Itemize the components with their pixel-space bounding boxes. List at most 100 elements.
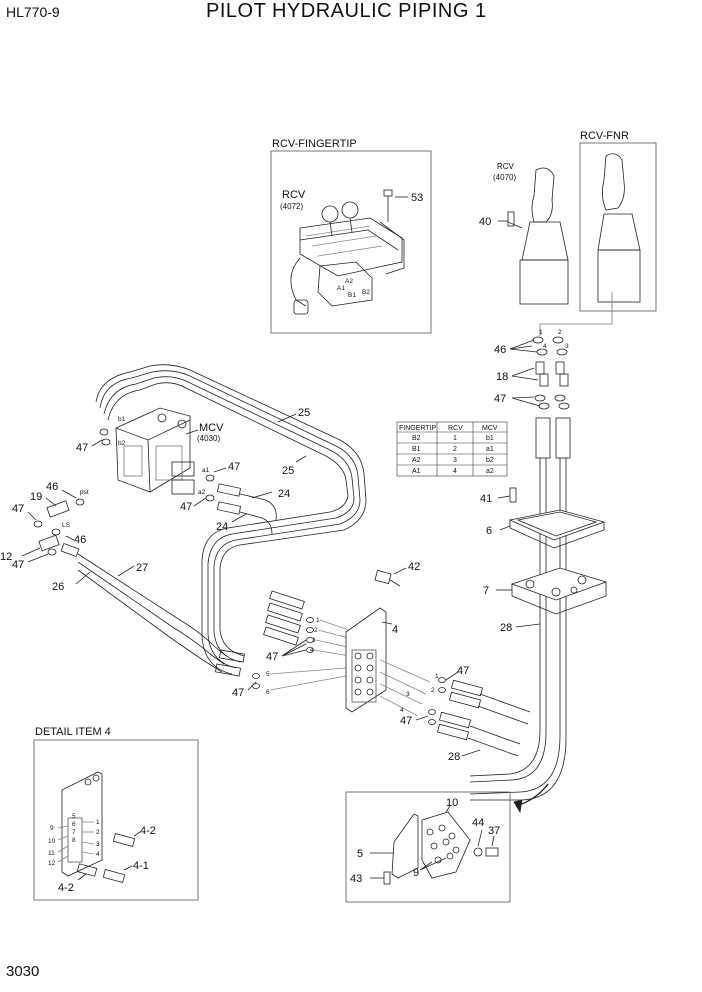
callout-9: 9 xyxy=(413,867,419,879)
detail-port-9: 9 xyxy=(50,825,54,832)
callout-46-ls: 46 xyxy=(74,534,86,546)
detail-port-11: 11 xyxy=(48,850,55,857)
rcv-fingertip-title: RCV-FINGERTIP xyxy=(272,138,357,150)
detail-port-4: 4 xyxy=(96,851,100,858)
table-cell: b2 xyxy=(486,457,494,464)
callout-26: 26 xyxy=(52,581,64,593)
callout-4: 4 xyxy=(392,624,398,636)
callout-27: 27 xyxy=(136,562,148,574)
detail-item-4-view: DETAIL ITEM 4 5 6 7 8 1 2 3 4 9 10 11 12… xyxy=(33,726,199,901)
table-cell: a2 xyxy=(486,468,494,475)
port-ls: LS xyxy=(62,522,71,529)
detail-port-6: 6 xyxy=(72,821,76,828)
table-cell: a1 xyxy=(486,446,494,453)
detail-port-1: 1 xyxy=(96,819,100,826)
callout-46-left: 46 xyxy=(46,481,58,493)
detail-item-4-title: DETAIL ITEM 4 xyxy=(35,726,111,738)
port-fingertip-b1: B1 xyxy=(348,292,356,299)
detail-port-8: 8 xyxy=(72,837,76,844)
callout-24-top: 24 xyxy=(278,488,290,500)
hose-port-1: 1 xyxy=(316,617,320,624)
port-a2: a2 xyxy=(198,489,206,496)
callout-4-2-top: 4-2 xyxy=(140,825,156,837)
callout-28-upper: 28 xyxy=(500,622,512,634)
rcv-port-2: 2 xyxy=(558,329,562,336)
port-fingertip-b2: B2 xyxy=(362,289,370,296)
table-cell: 3 xyxy=(453,457,457,464)
detail-port-5: 5 xyxy=(72,813,76,820)
rcv-port-fittings: 1 2 3 4 46 18 47 xyxy=(494,329,570,410)
rcv-fingertip-label: RCV xyxy=(282,189,306,201)
callout-46-rcv: 46 xyxy=(494,344,506,356)
mcv-code: (4030) xyxy=(197,434,220,443)
port-table: FINGERTIP RCV MCV B2 1 b1 B1 2 a1 A2 3 b… xyxy=(396,421,508,477)
callout-40: 40 xyxy=(479,216,491,228)
detail-port-10: 10 xyxy=(48,838,56,845)
bracket-port-1: 1 xyxy=(435,673,439,680)
callout-5: 5 xyxy=(357,848,363,860)
callout-10: 10 xyxy=(446,797,458,809)
table-cell: b1 xyxy=(486,435,494,442)
rcv-fingertip-view: RCV-FINGERTIP RCV (4072) A2 A1 B1 B2 53 xyxy=(270,138,432,334)
hose-port-6: 6 xyxy=(266,689,270,696)
table-cell: B2 xyxy=(412,435,421,442)
pipe-bundle-25: 25 25 xyxy=(95,364,367,675)
rcv-port-3: 3 xyxy=(565,343,569,350)
callout-4-1: 4-1 xyxy=(133,860,149,872)
model-code: HL770-9 xyxy=(6,4,60,20)
table-cell: B1 xyxy=(412,446,421,453)
port-b1: b1 xyxy=(118,416,126,423)
detail-port-2: 2 xyxy=(96,829,100,836)
callout-28-lower: 28 xyxy=(448,751,460,763)
callout-47-rcv: 47 xyxy=(494,393,506,405)
rcv-port-4: 4 xyxy=(543,343,547,350)
rcv-port-1: 1 xyxy=(539,329,543,336)
bracket-port-3: 3 xyxy=(406,691,410,698)
table-header-rcv: RCV xyxy=(448,425,463,432)
port-fingertip-a2: A2 xyxy=(345,278,353,285)
callout-47-right-lower: 47 xyxy=(400,715,412,727)
port-b2: b2 xyxy=(118,440,126,447)
right-hose-ends: 47 47 28 xyxy=(400,665,549,814)
hose-port-5: 5 xyxy=(266,671,270,678)
rcv-fnr-title: RCV-FNR xyxy=(580,130,629,142)
mcv-valve: MCV (4030) b1 b2 a1 a2 47 47 47 xyxy=(76,407,240,513)
hoses-24: 24 24 xyxy=(216,483,290,535)
rcv-main-label: RCV xyxy=(497,162,515,171)
rcv-main-code: (4070) xyxy=(493,173,516,182)
callout-24-lower: 24 xyxy=(216,521,228,533)
table-cell: 2 xyxy=(453,446,457,453)
callout-47-hoses-lower: 47 xyxy=(232,687,244,699)
table-cell: 4 xyxy=(453,468,457,475)
hose-ends-bracket: 1 2 3 4 47 5 6 47 xyxy=(232,590,361,699)
callout-7: 7 xyxy=(483,585,489,597)
rcv-joystick: RCV (4070) 40 xyxy=(479,162,569,305)
port-pst: pst xyxy=(80,489,89,496)
page-number: 3030 xyxy=(6,963,40,980)
detail-port-7: 7 xyxy=(72,829,76,836)
callout-47-hoses-upper: 47 xyxy=(266,651,278,663)
callout-41: 41 xyxy=(480,493,492,505)
callout-47-ls: 47 xyxy=(12,559,24,571)
table-cell: 1 xyxy=(453,435,457,442)
mount-detail-view: 10 44 37 5 43 9 xyxy=(345,791,511,903)
rcv-fingertip-code: (4072) xyxy=(280,202,303,211)
callout-42: 42 xyxy=(408,561,420,573)
table-header-mcv: MCV xyxy=(482,425,498,432)
callout-12: 12 xyxy=(0,551,12,563)
mcv-label: MCV xyxy=(199,422,224,434)
port-fingertip-a1: A1 xyxy=(337,285,345,292)
bracket-assembly-4: 4 42 1 2 3 4 xyxy=(345,561,439,717)
rcv-fnr-view: RCV-FNR xyxy=(539,130,657,336)
mount-plates: 6 7 28 41 xyxy=(480,487,608,634)
hose-port-3: 3 xyxy=(312,637,316,644)
hoses-26-27: 26 27 xyxy=(52,542,245,677)
callout-47-a1: 47 xyxy=(228,461,240,473)
bracket-port-4: 4 xyxy=(400,707,404,714)
callout-19: 19 xyxy=(30,491,42,503)
callout-4-2-bottom: 4-2 xyxy=(58,882,74,894)
callout-47-pst: 47 xyxy=(12,503,24,515)
detail-port-12: 12 xyxy=(48,860,56,867)
detail-port-3: 3 xyxy=(96,841,100,848)
